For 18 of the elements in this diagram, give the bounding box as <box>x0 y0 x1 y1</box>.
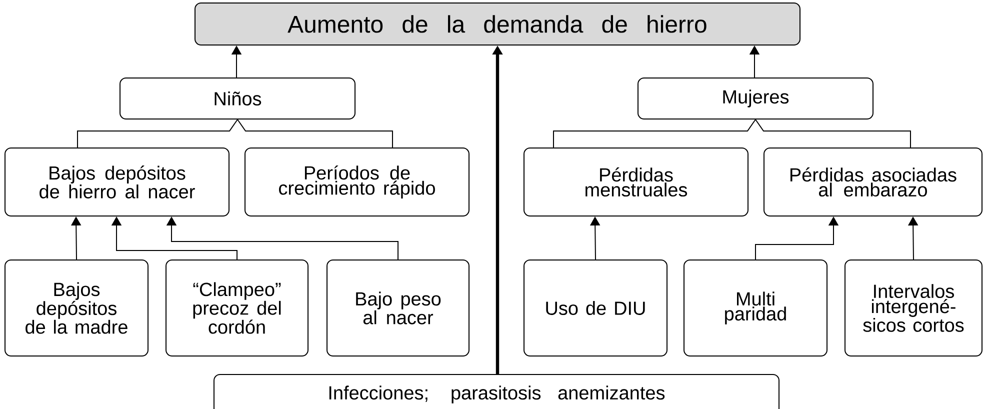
text-box: “Clampeo” precoz del cordón <box>166 260 308 356</box>
text-box: Uso de DIU <box>524 260 668 356</box>
text-box: Intervalos intergené-sicos cortos <box>844 260 982 356</box>
bracket-line <box>77 119 238 148</box>
text-box: Multi paridad <box>684 260 828 356</box>
text-box: Niños <box>120 78 356 120</box>
bracket-line <box>553 119 756 148</box>
text-box: Infecciones; parasitosis anemizantes <box>214 374 780 409</box>
text-box: Pérdidas asociadas al embarazo <box>764 148 982 216</box>
text-box: Bajo peso al nacer <box>326 260 470 356</box>
text-box: Pérdidas menstruales <box>524 148 748 216</box>
text-box: Mujeres <box>638 78 874 120</box>
bracket-line <box>755 119 911 148</box>
heading-box: Aumento de la demanda de hierro <box>194 2 800 46</box>
bracket-line <box>237 119 393 148</box>
text-box: Bajos depósitos de la madre <box>4 260 149 356</box>
text-box: Bajos depósitos de hierro al nacer <box>4 148 230 216</box>
text-box: Períodos de crecimiento rápido <box>244 148 470 216</box>
